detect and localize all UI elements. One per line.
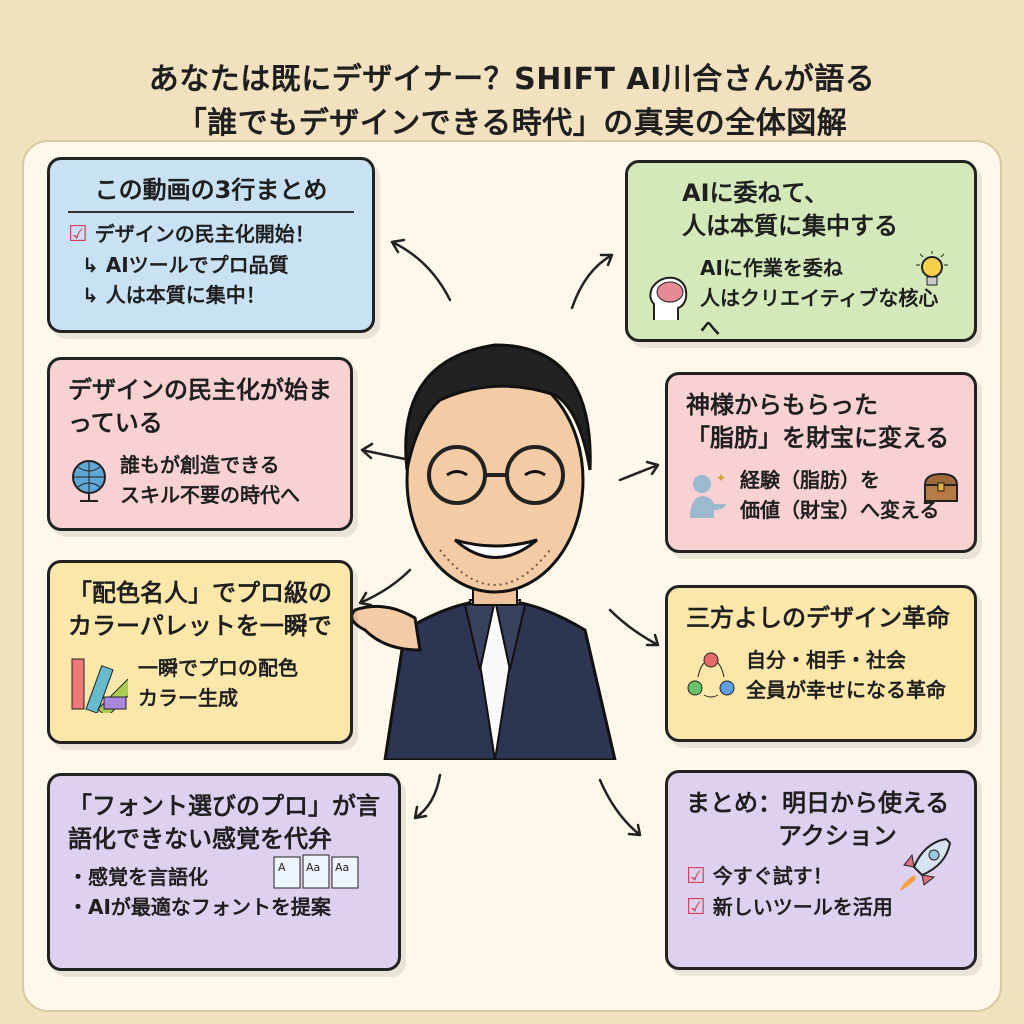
font-documents-icon: A Aa Aa — [272, 854, 362, 890]
sanpo-heading: 三方よしのデザイン革命 — [686, 604, 950, 632]
sanpo-card: 三方よしのデザイン革命 自分・相手・社会全員が幸せになる革命 — [665, 585, 977, 742]
arrow-color — [358, 568, 412, 607]
title-line-2: 「誰でもデザインできる時代」の真実の全体図解 — [176, 106, 848, 141]
action-heading-1: まとめ：明日から使える — [686, 789, 950, 817]
fat-heading-2: 「脂肪」を財宝に変える — [686, 424, 950, 452]
action-heading-2: アクション — [778, 822, 897, 850]
arrow-action — [598, 778, 642, 837]
summary-main: デザインの民主化開始！ — [94, 222, 315, 246]
color-card: 「配色名人」でプロ級のカラーパレットを一瞬で 一瞬でプロの配色カラー生成 — [47, 560, 353, 744]
checkbox-icon: ☑ — [686, 864, 706, 889]
summary-sub-1: AIツールでプロ品質 — [105, 253, 289, 277]
font-bullet-2: ・AIが最適なフォントを提案 — [68, 895, 331, 919]
arrow-focus — [570, 253, 614, 310]
democratization-line-2: スキル不要の時代へ — [120, 483, 300, 507]
person-sparkle-icon: ✦ — [686, 470, 730, 520]
font-card: 「フォント選びのプロ」が言語化できない感覚を代弁 ・感覚を言語化・AIが最適なフ… — [47, 773, 401, 971]
arrow-sanpo — [608, 608, 660, 647]
lightbulb-icon — [914, 251, 950, 291]
title-line-1: あなたは既にデザイナー？SHIFT AI川合さんが語る — [148, 62, 876, 97]
action-item-2: 新しいツールを活用 — [712, 895, 893, 919]
fat-line-2: 価値（財宝）へ変える — [740, 498, 940, 522]
svg-text:Aa: Aa — [335, 861, 349, 874]
checkbox-icon: ☑ — [686, 895, 706, 920]
summary-card: この動画の3行まとめ ☑ デザインの民主化開始！ ↳ AIツールでプロ品質 ↳ … — [47, 157, 375, 333]
summary-sub-2: 人は本質に集中！ — [105, 283, 266, 307]
focus-heading-2: 人は本質に集中する — [682, 212, 898, 240]
summary-heading: この動画の3行まとめ — [68, 174, 354, 213]
color-swatch-icon — [68, 653, 128, 713]
svg-text:A: A — [278, 861, 286, 874]
speaker-portrait — [350, 343, 617, 760]
action-card: まとめ：明日から使える アクション ☑ 今すぐ試す！ ☑ 新しいツールを活用 — [665, 770, 977, 970]
svg-text:✦: ✦ — [716, 471, 726, 485]
color-heading: 「配色名人」でプロ級のカラーパレットを一瞬で — [68, 579, 332, 640]
focus-card: AIに委ねて、 人は本質に集中する AIに作業を委ね人はクリエイティブな核心へ — [625, 160, 977, 342]
checkbox-icon: ☑ — [68, 222, 88, 247]
color-line-2: カラー生成 — [138, 686, 238, 710]
color-line-1: 一瞬でプロの配色 — [138, 656, 298, 680]
font-heading: 「フォント選びのプロ」が言語化できない感覚を代弁 — [68, 792, 380, 853]
focus-line-2: 人はクリエイティブな核心へ — [700, 286, 939, 340]
globe-icon — [68, 457, 110, 503]
font-bullet-1: ・感覚を言語化 — [68, 865, 208, 889]
democratization-line-1: 誰もが創造できる — [120, 453, 280, 477]
return-arrow-icon: ↳ — [82, 283, 99, 307]
action-item-1: 今すぐ試す！ — [712, 864, 833, 888]
fat-heading-1: 神様からもらった — [686, 391, 878, 419]
treasure-chest-icon — [922, 471, 960, 503]
rocket-icon — [894, 835, 954, 895]
cycle-circles-icon — [686, 651, 736, 699]
sanpo-line-1: 自分・相手・社会 — [746, 648, 906, 672]
svg-text:Aa: Aa — [306, 861, 320, 874]
return-arrow-icon: ↳ — [82, 253, 99, 277]
sanpo-line-2: 全員が幸せになる革命 — [746, 678, 946, 702]
arrow-summary — [390, 238, 452, 302]
democratization-heading: デザインの民主化が始まっている — [68, 376, 332, 437]
democratization-card: デザインの民主化が始まっている 誰もが創造できるスキル不要の時代へ — [47, 357, 353, 531]
fat-card: 神様からもらった 「脂肪」を財宝に変える ✦ 経験（脂肪）を価値（財宝）へ変える — [665, 372, 977, 553]
arrow-font — [413, 773, 442, 820]
focus-line-1: AIに作業を委ね — [700, 256, 843, 280]
brain-head-icon — [646, 274, 690, 322]
page-title: あなたは既にデザイナー？SHIFT AI川合さんが語る 「誰でもデザインできる時… — [0, 58, 1024, 146]
arrow-fat — [618, 460, 660, 482]
focus-heading-1: AIに委ねて、 — [682, 179, 829, 207]
fat-line-1: 経験（脂肪）を — [740, 468, 880, 492]
